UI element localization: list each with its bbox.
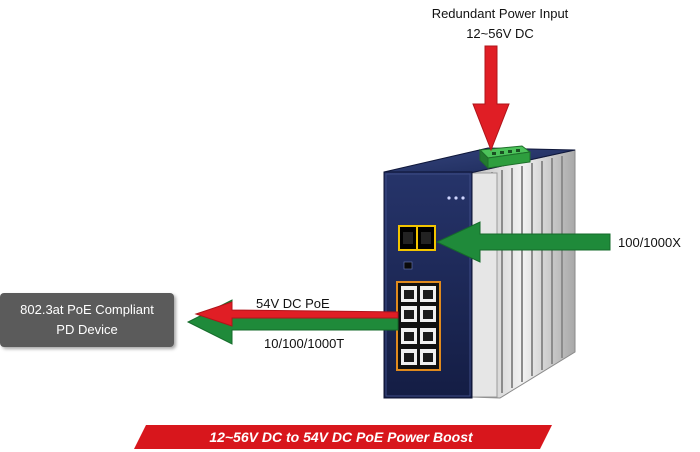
- switch-heatsink: [469, 149, 576, 399]
- poe-power-arrow: [194, 301, 399, 327]
- rj45-ports: [396, 281, 441, 371]
- sfp-ports: [398, 225, 436, 251]
- banner-text: 12~56V DC to 54V DC PoE Power Boost: [209, 429, 473, 445]
- fiber-port-label: 100/1000X: [618, 235, 681, 250]
- pd-device-box: 802.3at PoE Compliant PD Device: [0, 293, 174, 347]
- banner-background: [134, 425, 552, 449]
- redundant-power-label: Redundant Power Input 12~56V DC: [400, 4, 600, 44]
- power-input-arrow: [472, 45, 510, 152]
- fiber-data-arrow: [435, 221, 611, 263]
- poe-output-label: 54V DC PoE: [256, 296, 330, 311]
- power-terminal-block: [478, 145, 532, 170]
- pd-device-line2: PD Device: [56, 322, 118, 337]
- redundant-power-label-line1: Redundant Power Input: [431, 6, 569, 21]
- copper-ports-label: 10/100/1000T: [264, 336, 345, 351]
- pd-device-line1: 802.3at PoE Compliant: [20, 302, 154, 317]
- redundant-power-label-line2: 12~56V DC: [466, 26, 534, 41]
- power-boost-banner: 12~56V DC to 54V DC PoE Power Boost: [130, 425, 552, 449]
